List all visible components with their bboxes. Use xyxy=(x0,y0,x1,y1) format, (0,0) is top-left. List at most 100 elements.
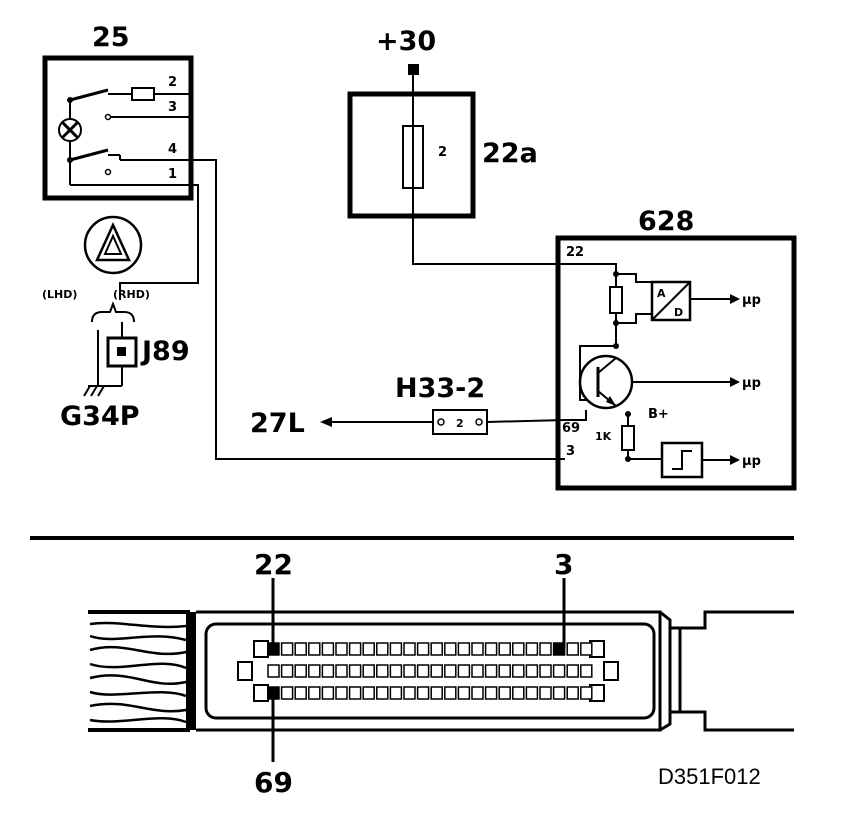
ground-icon xyxy=(83,385,110,397)
connector-pin xyxy=(348,686,362,700)
svg-text:A: A xyxy=(657,287,666,300)
destination-label: 27L xyxy=(250,408,305,439)
junction-label: J89 xyxy=(140,336,190,367)
connector-pin xyxy=(552,664,566,678)
connector-pin-rows xyxy=(267,642,593,700)
fuse-22a: +30 2 22a xyxy=(347,26,565,265)
switch-pin-1: 1 xyxy=(168,167,177,182)
connector-pin xyxy=(512,664,525,678)
connector-pin xyxy=(539,664,552,678)
mcu-label-3: µp xyxy=(742,454,761,469)
connector-pin xyxy=(294,686,307,700)
connector-pin xyxy=(348,642,362,656)
switch-pin-2: 2 xyxy=(168,75,177,90)
connector-pin xyxy=(321,664,335,678)
pinout-label-69: 69 xyxy=(254,766,293,799)
mcu-label-1: µp xyxy=(742,293,761,308)
connector-pin xyxy=(362,686,375,700)
connector-pin xyxy=(457,664,471,678)
connector-pin xyxy=(552,642,566,656)
pinout-label-3: 3 xyxy=(554,548,573,581)
connector-pin xyxy=(484,664,498,678)
connector-pin xyxy=(335,642,348,656)
switch-unit-25: 25 2 3 4 1 xyxy=(42,22,194,201)
connector-pin xyxy=(498,686,511,700)
connector-pin xyxy=(308,642,321,656)
connector-pin xyxy=(566,642,579,656)
connector-pin xyxy=(416,686,430,700)
connector-pin xyxy=(403,664,416,678)
connector-pin xyxy=(416,664,430,678)
switch-wires xyxy=(119,159,565,460)
connector-pin xyxy=(362,642,375,656)
connector-pin xyxy=(403,642,416,656)
connector-pin xyxy=(552,686,566,700)
transistor xyxy=(578,354,634,410)
ecu-pin-69: 69 xyxy=(562,421,580,436)
connector-pin xyxy=(580,664,593,678)
variant-lhd-label: (LHD) xyxy=(42,288,77,301)
switch-pin-3: 3 xyxy=(168,100,177,115)
switch-pin-4: 4 xyxy=(168,142,177,157)
connector-pin xyxy=(525,686,539,700)
ad-converter: A D xyxy=(650,280,692,322)
connector-pin xyxy=(389,642,403,656)
connector-pin xyxy=(267,664,280,678)
ecu-supply-label: B+ xyxy=(648,407,669,422)
connector-pin xyxy=(416,642,430,656)
connector-pin xyxy=(308,686,321,700)
connector-pin xyxy=(430,642,443,656)
connector-pin xyxy=(484,642,498,656)
connector-pin xyxy=(308,664,321,678)
figure-code: D351F012 xyxy=(658,764,761,789)
fuse-id: 22a xyxy=(482,138,538,169)
mcu-label-2: µp xyxy=(742,376,761,391)
connector-h33-2: H33-2 2 xyxy=(320,373,566,435)
connector-pin xyxy=(498,664,511,678)
ecu-628: 628 22 69 3 A D µp xyxy=(555,206,797,491)
pinout-label-22: 22 xyxy=(254,548,293,581)
switch-contacts xyxy=(67,87,191,186)
connector-pin xyxy=(362,664,375,678)
ecu-pin-3: 3 xyxy=(566,444,575,459)
ecu-connector-view xyxy=(88,578,794,762)
connector-pin xyxy=(335,664,348,678)
connector-pin xyxy=(376,686,389,700)
connector-pin xyxy=(389,686,403,700)
connector-pin xyxy=(580,642,593,656)
connector-pin xyxy=(348,664,362,678)
connector-pin xyxy=(525,664,539,678)
connector-pin: 2 xyxy=(456,417,464,430)
schmitt-trigger xyxy=(660,441,704,479)
connector-pin xyxy=(471,642,484,656)
ground-label: G34P xyxy=(60,401,140,432)
connector-pin xyxy=(525,642,539,656)
connector-pin xyxy=(430,686,443,700)
connector-pin xyxy=(294,664,307,678)
variant-rhd-label: (RHD) xyxy=(113,288,150,301)
connector-pin xyxy=(539,686,552,700)
connector-pin xyxy=(457,642,471,656)
connector-pin xyxy=(512,642,525,656)
connector-pin xyxy=(566,686,579,700)
svg-text:D: D xyxy=(674,306,683,319)
connector-pin xyxy=(471,686,484,700)
connector-pin xyxy=(512,686,525,700)
connector-pin xyxy=(580,686,593,700)
connector-pin xyxy=(335,686,348,700)
junction-j89: J89 xyxy=(91,301,190,387)
connector-pin xyxy=(403,686,416,700)
connector-pin xyxy=(539,642,552,656)
connector-pin xyxy=(321,642,335,656)
connector-pin xyxy=(444,642,457,656)
connector-pin xyxy=(430,664,443,678)
connector-pin xyxy=(444,664,457,678)
ecu-resistor-label: 1K xyxy=(595,430,612,443)
supply-label: +30 xyxy=(376,26,436,57)
connector-pin xyxy=(484,686,498,700)
connector-pin xyxy=(294,642,307,656)
lamp-icon xyxy=(58,118,82,142)
connector-pin xyxy=(280,686,294,700)
connector-pin xyxy=(280,664,294,678)
